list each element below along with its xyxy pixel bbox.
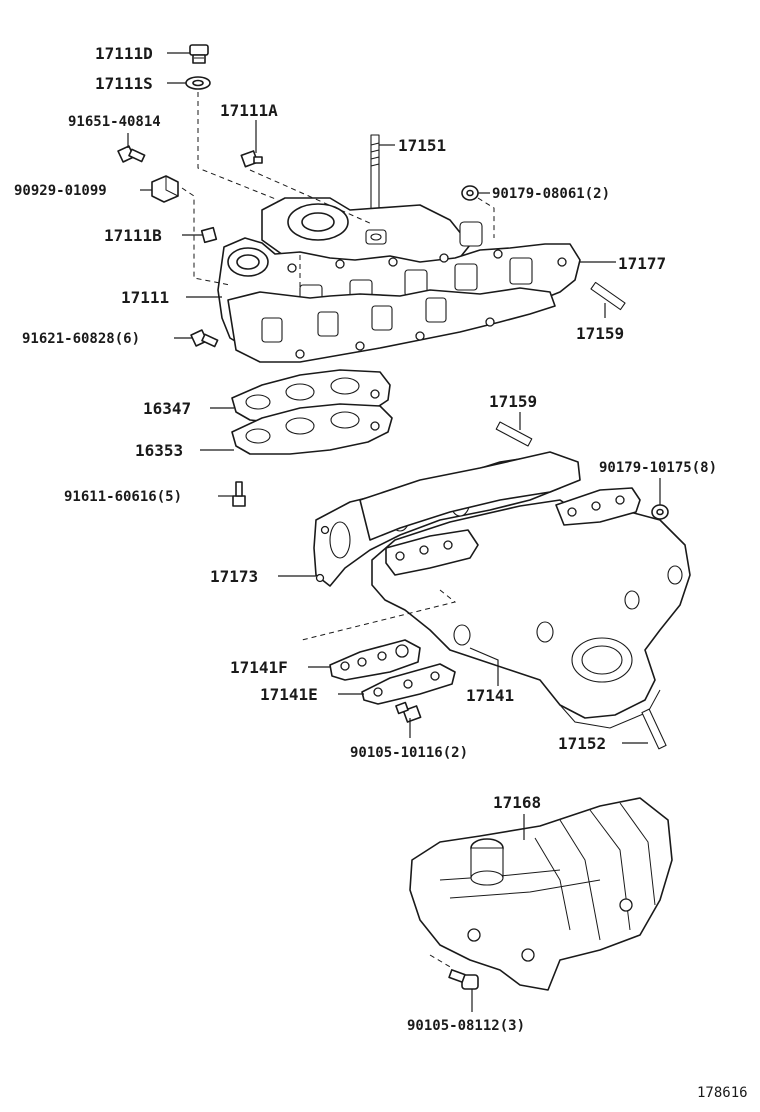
bolt-91611-icon xyxy=(232,481,246,507)
bolt-90105-10116-icon xyxy=(395,701,422,723)
label-16347: 16347 xyxy=(143,399,191,418)
label-17111A: 17111A xyxy=(220,101,278,120)
nut-90179-08061-icon xyxy=(461,185,479,201)
label-17151: 17151 xyxy=(398,136,446,155)
label-90105-08112: 90105-08112(3) xyxy=(407,1018,525,1034)
label-91611-60616: 91611-60616(5) xyxy=(64,489,182,505)
stud-17159-upper-icon xyxy=(590,281,626,311)
label-17111S: 17111S xyxy=(95,74,153,93)
nut-90179-10175-icon xyxy=(651,504,669,520)
bolt-17111A-icon xyxy=(240,150,263,168)
label-91651-40814: 91651-40814 xyxy=(68,114,161,130)
plate-17141E xyxy=(361,663,456,705)
bolt-90105-08112-icon xyxy=(448,969,479,990)
gasket-ring-17111S-icon xyxy=(185,76,211,90)
diagram-id: 178616 xyxy=(697,1085,748,1101)
label-17159-lower: 17159 xyxy=(489,392,537,411)
label-17141F: 17141F xyxy=(230,658,288,677)
exhaust-manifold-17141 xyxy=(359,451,691,729)
stud-17159-lower-icon xyxy=(495,421,533,447)
label-90929-01099: 90929-01099 xyxy=(14,183,107,199)
assembly-lines xyxy=(181,92,495,969)
leader-lines xyxy=(127,52,661,1012)
plug-bolt-17111D-icon xyxy=(189,44,209,64)
stud-17152-icon xyxy=(641,708,667,750)
label-90105-10116: 90105-10116(2) xyxy=(350,745,468,761)
bolt-17111B-icon xyxy=(200,226,218,244)
label-17159-upper: 17159 xyxy=(576,324,624,343)
intake-manifold-17111 xyxy=(217,197,581,363)
label-17141E: 17141E xyxy=(260,685,318,704)
bolt-91621-icon xyxy=(190,329,219,348)
label-90179-08061: 90179-08061(2) xyxy=(492,186,610,202)
plate-17141F xyxy=(329,639,421,681)
bracket-90929-icon xyxy=(151,175,179,203)
label-16353: 16353 xyxy=(135,441,183,460)
label-17141: 17141 xyxy=(466,686,514,705)
label-17111: 17111 xyxy=(121,288,169,307)
label-17177: 17177 xyxy=(618,254,666,273)
label-90179-10175: 90179-10175(8) xyxy=(599,460,717,476)
heat-insulator-17168 xyxy=(409,797,673,991)
label-17111D: 17111D xyxy=(95,44,153,63)
label-17111B: 17111B xyxy=(104,226,162,245)
label-17173: 17173 xyxy=(210,567,258,586)
gasket-16353 xyxy=(231,403,393,455)
label-91621-60828: 91621-60828(6) xyxy=(22,331,140,347)
label-17152: 17152 xyxy=(558,734,606,753)
bolt-91651-icon xyxy=(117,145,146,163)
label-17168: 17168 xyxy=(493,793,541,812)
